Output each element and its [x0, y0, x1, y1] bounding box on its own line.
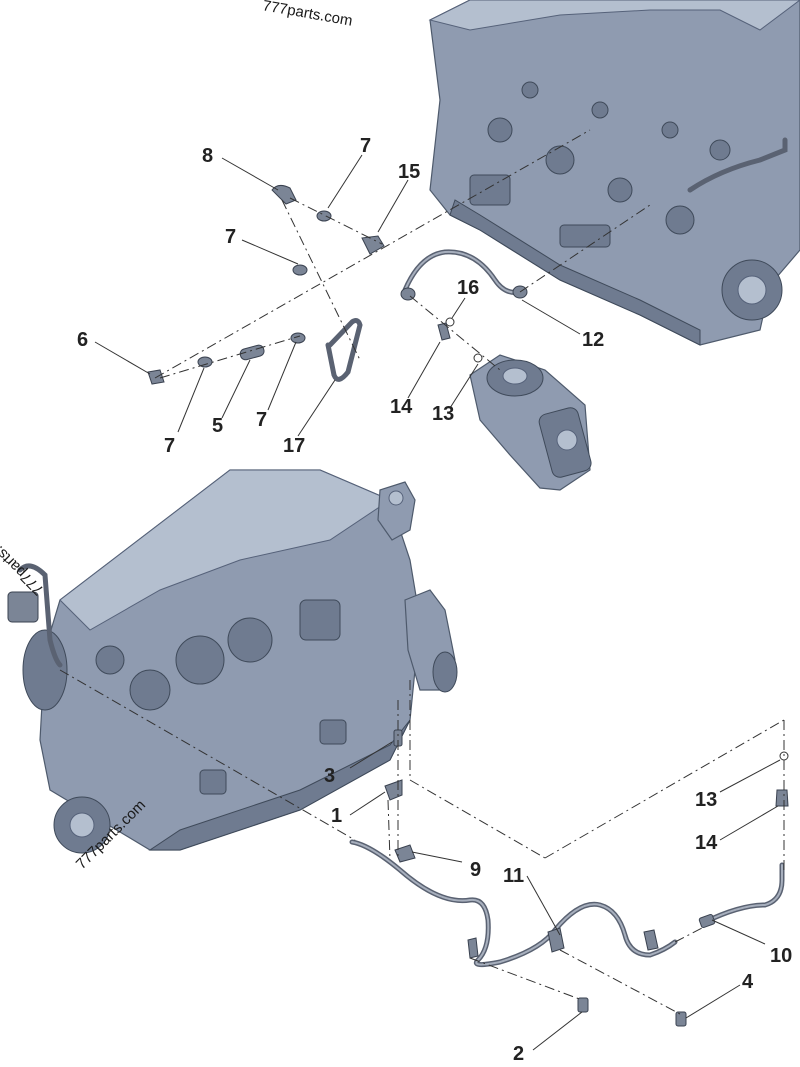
callout-16: 16	[457, 277, 479, 299]
callout-3: 3	[324, 765, 335, 787]
callout-7-bottom-left: 7	[164, 435, 175, 457]
connector-15	[361, 235, 385, 255]
hose-5	[239, 344, 265, 361]
callout-13-top: 13	[432, 403, 454, 425]
callout-7-bottom-right: 7	[256, 409, 267, 431]
bolt-2	[577, 997, 589, 1013]
callout-1: 1	[331, 805, 342, 827]
callout-9: 9	[470, 859, 481, 881]
bracket-1	[384, 779, 403, 801]
bottom-parts	[349, 729, 789, 1027]
callout-7-top: 7	[360, 135, 371, 157]
callout-8: 8	[202, 145, 213, 167]
bolt-4	[675, 1011, 687, 1027]
callout-12: 12	[582, 329, 604, 351]
callout-4: 4	[742, 971, 754, 993]
leader-lines-bottom	[59, 669, 785, 1051]
callout-13-bottom: 13	[695, 789, 717, 811]
callout-14-bottom: 14	[695, 832, 718, 854]
watermark-middle: 777parts.com	[0, 522, 47, 598]
washer-16	[445, 317, 455, 327]
callout-5: 5	[212, 415, 223, 437]
callout-14-top: 14	[390, 396, 413, 418]
callout-11: 11	[503, 865, 524, 887]
clip-9	[394, 844, 416, 863]
engine-block-top	[428, 0, 800, 346]
tube-10	[702, 862, 785, 925]
callout-15: 15	[398, 161, 420, 183]
callout-6: 6	[77, 329, 88, 351]
hose-clamp-7b	[292, 264, 308, 276]
watermark-top: 777parts.com	[261, 0, 353, 30]
fitting-14-bottom	[775, 789, 789, 807]
callout-numbers: 8 7 15 7 16 12 6 14 13 7 5 7 17 3 1 9 11…	[77, 135, 792, 1065]
hose-clamp-7a	[316, 210, 332, 222]
engine-block-bottom	[7, 469, 458, 854]
callout-10: 10	[770, 945, 792, 967]
hose-clamp-7c	[290, 332, 306, 344]
callout-7-left: 7	[225, 226, 236, 248]
callout-17: 17	[283, 435, 305, 457]
callout-2: 2	[513, 1043, 524, 1065]
washer-13	[473, 353, 483, 363]
pump-unit	[469, 354, 592, 491]
leader-lines-top	[94, 129, 651, 437]
